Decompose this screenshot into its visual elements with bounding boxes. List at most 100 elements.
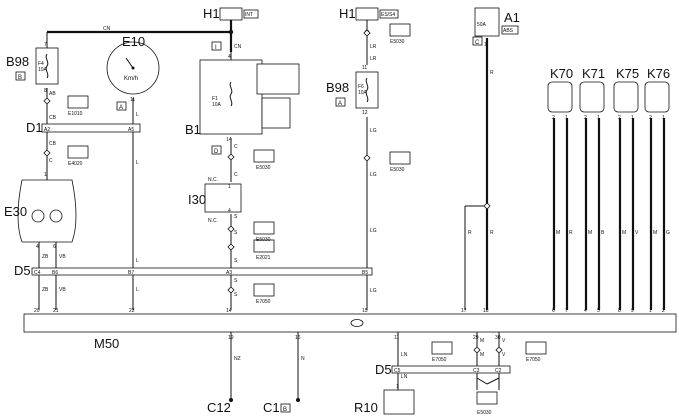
svg-text:21: 21 <box>53 308 59 314</box>
svg-text:2: 2 <box>552 115 555 121</box>
svg-text:29: 29 <box>473 335 479 341</box>
svg-text:1: 1 <box>44 172 47 178</box>
svg-text:14: 14 <box>226 308 232 314</box>
svg-text:N: N <box>301 356 305 362</box>
b98-left-tag: B <box>18 75 22 81</box>
svg-text:E1010: E1010 <box>68 111 83 117</box>
svg-text:20: 20 <box>34 308 40 314</box>
svg-text:R: R <box>490 230 494 236</box>
svg-text:6: 6 <box>552 308 555 314</box>
module-a1-abs: A1 ABS 50A C <box>472 7 520 46</box>
svg-text:V: V <box>502 338 506 344</box>
svg-text:LN: LN <box>401 374 408 380</box>
svg-text:22: 22 <box>129 308 135 314</box>
svg-text:A: A <box>338 101 342 107</box>
svg-text:18: 18 <box>483 308 489 314</box>
svg-text:11: 11 <box>394 335 399 341</box>
fuse-box-b1: F1 10A B1 I D <box>185 41 300 155</box>
svg-text:4: 4 <box>36 244 39 250</box>
svg-text:6: 6 <box>53 244 56 250</box>
svg-text:4: 4 <box>584 308 587 314</box>
svg-text:E7050: E7050 <box>526 357 541 363</box>
svg-text:E7050: E7050 <box>432 357 447 363</box>
svg-text:M: M <box>480 352 484 358</box>
connector-h1-int: H1 INT <box>203 6 259 21</box>
svg-text:1: 1 <box>484 42 487 48</box>
svg-text:1: 1 <box>631 115 634 121</box>
svg-text:NZ: NZ <box>234 356 241 362</box>
svg-text:16: 16 <box>295 335 301 341</box>
svg-text:AB: AB <box>49 91 56 97</box>
svg-text:S: S <box>234 230 238 236</box>
svg-text:B1: B1 <box>185 122 201 137</box>
svg-text:11: 11 <box>130 97 135 103</box>
svg-text:N.C.: N.C. <box>208 177 218 183</box>
svg-text:V: V <box>502 352 506 358</box>
svg-text:E2021: E2021 <box>256 255 271 261</box>
svg-text:V: V <box>635 230 639 236</box>
svg-text:2: 2 <box>662 308 665 314</box>
svg-text:CB: CB <box>49 115 57 121</box>
reference-boxes <box>67 23 547 405</box>
svg-text:S: S <box>234 258 238 264</box>
svg-text:M: M <box>622 230 626 236</box>
fuse-b98-left: B98 B F4 10A <box>6 47 59 85</box>
svg-text:1: 1 <box>396 384 399 390</box>
svg-text:CN: CN <box>103 26 111 32</box>
svg-text:L: L <box>136 112 139 118</box>
svg-text:E7050: E7050 <box>256 299 271 305</box>
wire-codes: CN CN LR R AB CB CB C L L L L C C N.C. N… <box>42 26 670 380</box>
svg-text:INT: INT <box>245 12 253 18</box>
svg-text:M: M <box>653 230 657 236</box>
svg-text:12: 12 <box>362 110 368 116</box>
svg-text:M: M <box>480 338 484 344</box>
svg-text:M: M <box>588 230 592 236</box>
svg-text:C: C <box>49 158 53 164</box>
svg-text:B: B <box>601 230 605 236</box>
svg-text:1: 1 <box>597 115 600 121</box>
svg-text:F1: F1 <box>212 96 218 102</box>
svg-text:ES/S4: ES/S4 <box>381 12 395 18</box>
svg-text:S: S <box>234 278 238 284</box>
svg-text:50A: 50A <box>477 22 487 28</box>
e10-label: E10 <box>122 34 145 49</box>
svg-text:30: 30 <box>495 335 501 341</box>
svg-text:A1: A1 <box>504 10 520 25</box>
svg-text:ABS: ABS <box>503 28 514 34</box>
svg-text:4: 4 <box>228 54 231 60</box>
svg-text:B5: B5 <box>362 270 368 276</box>
svg-text:C: C <box>475 40 480 46</box>
svg-text:C2: C2 <box>495 368 502 374</box>
radio-r10: R10 <box>354 389 415 415</box>
svg-text:19: 19 <box>228 335 234 341</box>
svg-text:D1: D1 <box>26 120 43 135</box>
reference-codes: E1010 E4020 E5030 E5030 E5030 E5030 E202… <box>68 39 541 416</box>
svg-text:LG: LG <box>370 128 377 134</box>
svg-text:A2: A2 <box>44 127 50 133</box>
b98-left-label: B98 <box>6 54 29 69</box>
wires <box>38 20 666 398</box>
svg-text:1: 1 <box>565 115 568 121</box>
svg-text:LG: LG <box>370 172 377 178</box>
svg-text:C: C <box>234 144 238 150</box>
instrument-e30: E30 <box>4 179 77 243</box>
relays-k: K70 K71 K75 K76 <box>547 66 670 113</box>
svg-text:10A: 10A <box>358 90 368 96</box>
svg-text:2: 2 <box>649 115 652 121</box>
svg-text:L: L <box>136 287 139 293</box>
svg-text:R: R <box>569 230 573 236</box>
svg-text:E5030: E5030 <box>477 410 492 416</box>
svg-text:S: S <box>234 292 238 298</box>
svg-text:C5: C5 <box>394 368 401 374</box>
svg-text:D5: D5 <box>14 263 31 278</box>
svg-text:Km/h: Km/h <box>124 76 138 82</box>
pin-numbers: 7 8 A2 A5 11 1 4 6 4 14 1 4 11 12 1 C4 B… <box>34 42 665 390</box>
svg-text:M50: M50 <box>94 336 119 351</box>
svg-text:D: D <box>214 149 219 155</box>
svg-text:C4: C4 <box>34 270 41 276</box>
svg-text:1: 1 <box>649 308 652 314</box>
svg-text:5: 5 <box>597 308 600 314</box>
svg-text:A3: A3 <box>226 270 232 276</box>
